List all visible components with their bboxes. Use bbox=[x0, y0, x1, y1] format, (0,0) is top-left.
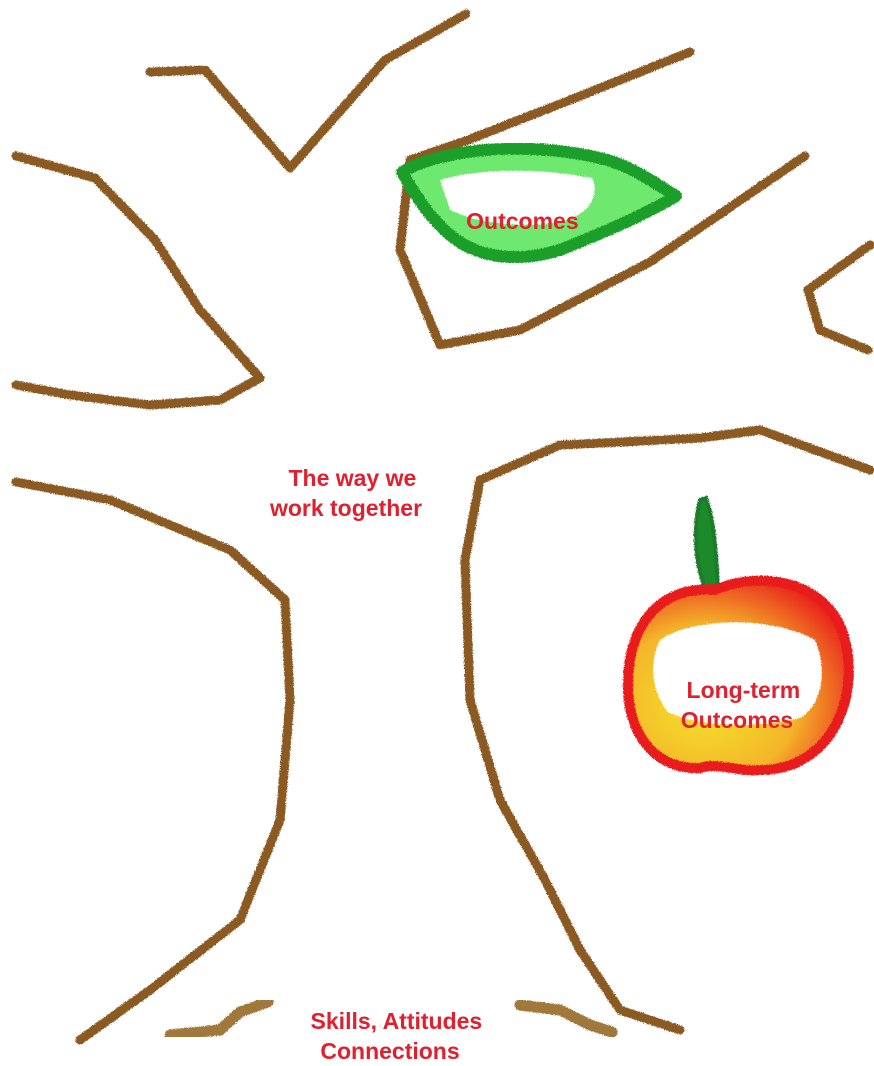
trunk-left-edge bbox=[16, 482, 290, 1040]
roots-label: Skills, Attitudes Connections bbox=[250, 976, 530, 1066]
root-right bbox=[520, 1005, 612, 1032]
roots-label-text: Skills, Attitudes Connections bbox=[311, 1008, 483, 1064]
branch-left-upper bbox=[16, 156, 260, 405]
apple-stem-icon bbox=[696, 498, 718, 590]
leaf-label-text: Outcomes bbox=[466, 208, 578, 234]
trunk-label: The way we work together bbox=[226, 433, 466, 523]
branch-right-edge bbox=[808, 245, 870, 350]
apple-label-text: Long-term Outcomes bbox=[681, 677, 801, 733]
apple-label: Long-term Outcomes bbox=[652, 645, 822, 735]
trunk-label-text: The way we work together bbox=[270, 465, 422, 521]
leaf-label: Outcomes bbox=[441, 176, 591, 236]
branch-top-fork bbox=[150, 14, 466, 168]
